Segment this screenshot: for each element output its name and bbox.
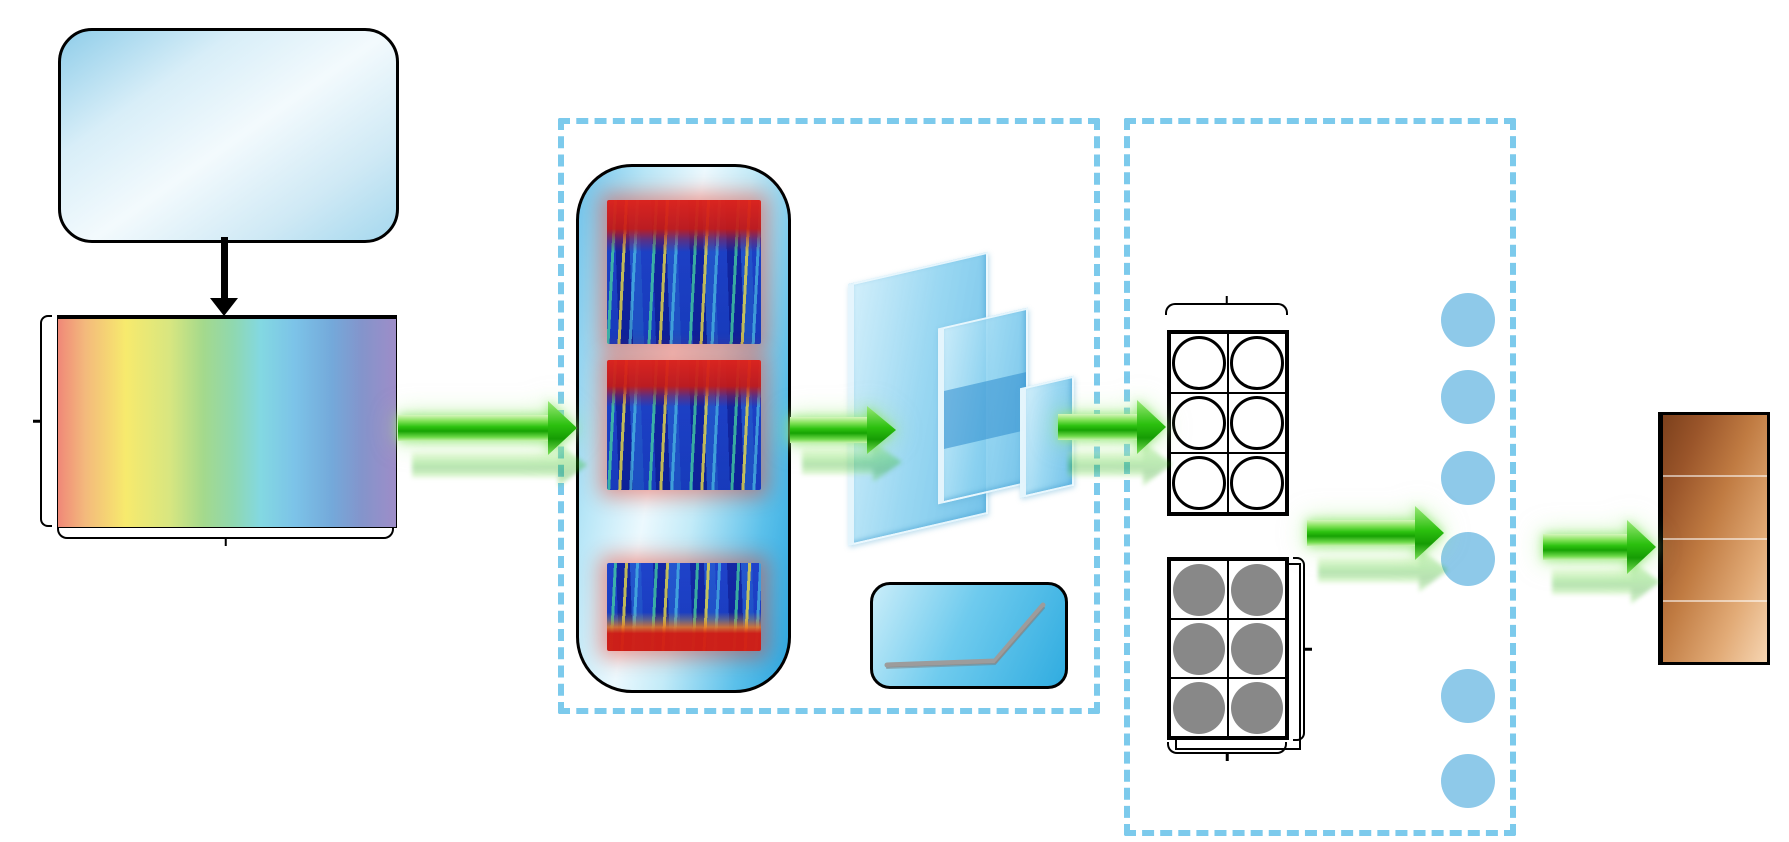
node-circle [1441, 754, 1495, 808]
shrink-plane-medium [938, 307, 1028, 505]
segmented-ccd-arrowhead-icon [210, 298, 238, 316]
arrow-head-icon [867, 406, 896, 454]
arrow-body [1543, 534, 1627, 560]
feature-matrix [57, 315, 397, 528]
distance-cell [1228, 678, 1286, 737]
arrow-head-icon [1415, 506, 1444, 560]
fusion-box [1124, 118, 1516, 836]
feature-grid [1167, 330, 1289, 516]
heatmap-tile-1 [607, 200, 761, 344]
arrow-head-icon [548, 401, 577, 455]
arrow-body [1058, 414, 1137, 440]
distance-cell-disc [1173, 681, 1225, 734]
flow-arrow-echo [412, 443, 587, 487]
nb-underbrace [1167, 742, 1287, 754]
distance-cell [1228, 560, 1286, 619]
distance-cell-disc [1173, 622, 1225, 675]
feature-cell [1170, 453, 1228, 513]
cols-underbrace [57, 527, 394, 539]
relu-curve-icon [884, 602, 1046, 669]
distance-grid [1167, 557, 1289, 740]
distance-cell-disc [1231, 622, 1283, 675]
arrow-body [1307, 520, 1415, 546]
ns-bracket [1293, 557, 1305, 741]
torque-class-row [1663, 537, 1767, 600]
feature-cell-ring [1172, 396, 1226, 450]
fusion-to-nodes-arrow [1307, 506, 1444, 560]
nodes-to-torque-arrow [1543, 520, 1656, 574]
feature-cell-ring [1230, 336, 1284, 390]
node-circle [1441, 451, 1495, 505]
distance-cell [1170, 560, 1228, 619]
distance-cell-disc [1173, 563, 1225, 616]
flow-arrow-echo [1552, 560, 1660, 604]
dimension-shrinking-label [800, 206, 1100, 237]
arrow-head-icon [1137, 400, 1166, 454]
plane-shade-band [944, 371, 1026, 450]
arrow-body [790, 417, 867, 443]
arrow-head-icon [1627, 520, 1656, 574]
distance-cell-disc [1231, 563, 1283, 616]
heatmap-tile-2 [607, 360, 761, 490]
distance-cell-disc [1231, 681, 1283, 734]
relu-panel [870, 582, 1068, 689]
torque-class-row [1663, 475, 1767, 537]
node-circle [1441, 370, 1495, 424]
heatmap-tile-3 [607, 563, 761, 651]
flow-arrow-echo [1318, 548, 1448, 592]
nb-overbrace [1165, 303, 1288, 315]
feature-cell-ring [1230, 456, 1284, 510]
distance-cell [1228, 619, 1286, 678]
feature-cell-ring [1172, 336, 1226, 390]
extraction-to-fusion-arrow [1058, 400, 1166, 454]
feature-cell-ring [1172, 456, 1226, 510]
feature-cell [1170, 393, 1228, 453]
arrow-body [398, 415, 548, 441]
segmented-ccd-arrow [221, 237, 228, 300]
flow-arrow-echo [802, 442, 902, 482]
feature-cell-ring [1230, 396, 1284, 450]
flow-arrow-echo [1068, 442, 1172, 486]
torque-loss-panel [1658, 412, 1770, 665]
feature-cell [1228, 333, 1286, 393]
torque-class-row [1663, 599, 1767, 662]
fusion-title [1160, 20, 1500, 57]
feature-cell [1170, 333, 1228, 393]
matrix-to-conv-arrow [398, 401, 577, 455]
distance-cell [1170, 678, 1228, 737]
emi-spectrum [61, 31, 396, 240]
feature-cell [1228, 393, 1286, 453]
node-circle [1441, 293, 1495, 347]
feature-cell [1228, 453, 1286, 513]
node-circle [1441, 669, 1495, 723]
conv-to-planes-arrow [790, 406, 896, 454]
torque-class-row [1663, 415, 1767, 475]
rows-bracket [40, 315, 52, 527]
emi-measurement-panel [58, 28, 399, 243]
distance-cell [1170, 619, 1228, 678]
node-circle [1441, 532, 1495, 586]
